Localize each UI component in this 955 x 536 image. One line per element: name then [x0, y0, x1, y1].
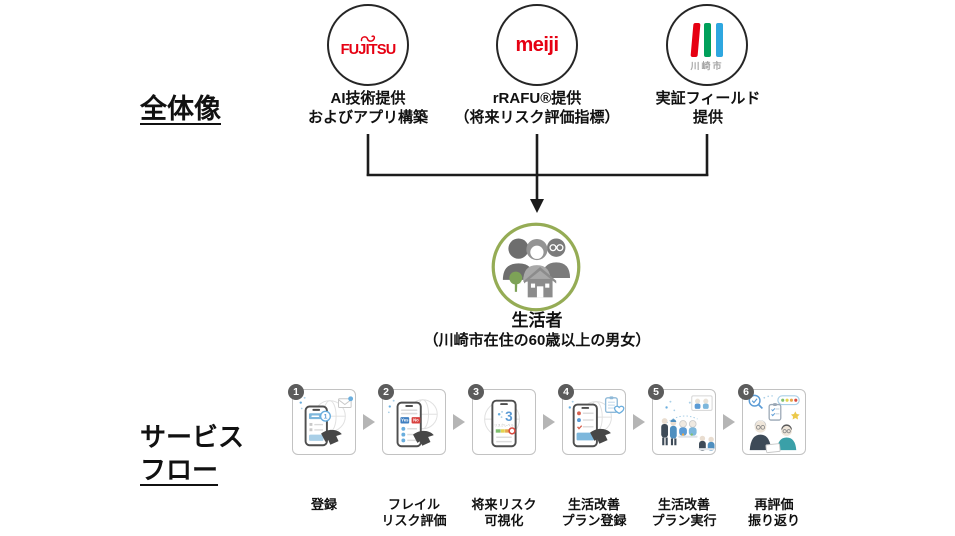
meiji-role-label: rRAFU®提供 （将来リスク評価指標） — [442, 89, 632, 127]
svg-text:リスクレベル: リスクレベル — [494, 422, 514, 427]
step-1-label: 登録 — [310, 497, 337, 512]
residents-caption: 生活者 （川崎市在住の60歳以上の男女） — [387, 310, 687, 350]
residents-label: 生活者 — [511, 311, 563, 330]
flow-step-6: 6 — [738, 384, 806, 455]
service-flow-heading-line1: サービス — [140, 422, 245, 452]
svg-text:3: 3 — [505, 409, 513, 424]
flow-arrow-icon — [723, 414, 735, 430]
kawasaki-bar-green — [703, 22, 711, 57]
step-4-badge: 4 — [558, 384, 574, 400]
svg-text:Yes: Yes — [401, 418, 409, 423]
flow-arrow-icon — [543, 414, 555, 430]
kawasaki-wordmark: 川崎市 — [690, 60, 724, 71]
kawasaki-bar-red — [690, 22, 700, 57]
flow-arrow-icon — [633, 414, 645, 430]
step-1-badge: 1 — [288, 384, 304, 400]
fujitsu-wordmark: FUJITSU — [340, 41, 397, 58]
step-1-registration-illustration-icon: 1 — [299, 396, 354, 447]
step-5-plan-execution-illustration-icon — [661, 395, 715, 451]
step-4-label: 生活改善 プラン登録 — [561, 497, 627, 528]
fujitsu-logo: FUJITSU — [327, 4, 409, 86]
step-6-label: 再評価 振り返り — [747, 497, 800, 528]
kawasaki-role-line2: 提供 — [692, 109, 723, 126]
step-4-plan-registration-illustration-icon — [568, 396, 625, 448]
step-2-label: フレイル リスク評価 — [381, 497, 447, 528]
flow-step-1: 1 1 — [288, 384, 356, 455]
step-3-risk-visualization-illustration-icon: 3 リスクレベル — [484, 399, 520, 448]
step-2-frailty-assessment-illustration-icon: Yes No — [387, 399, 438, 448]
flow-step-4: 4 — [558, 384, 626, 455]
arrow-head-icon — [530, 199, 544, 213]
flow-arrow-icon — [363, 414, 375, 430]
flow-arrow-icon — [453, 414, 465, 430]
svg-text:1: 1 — [324, 414, 328, 421]
kawasaki-role-label: 実証フィールド 提供 — [613, 89, 803, 127]
step-2-badge: 2 — [378, 384, 394, 400]
step-6-reevaluation-illustration-icon — [748, 394, 800, 454]
fujitsu-role-line1: AI技術提供 — [330, 90, 406, 107]
overview-heading: 全体像 — [140, 94, 221, 124]
step-3-badge: 3 — [468, 384, 484, 400]
fujitsu-role-line2: およびアプリ構築 — [307, 109, 428, 126]
flow-step-2: 2 Yes No — [378, 384, 446, 455]
step-5-badge: 5 — [648, 384, 664, 400]
residents-sublabel: （川崎市在住の60歳以上の男女） — [423, 332, 651, 349]
residents-icon — [491, 222, 581, 312]
kawasaki-role-line1: 実証フィールド — [655, 90, 761, 107]
kawasaki-city-logo: 川崎市 — [666, 4, 748, 86]
fujitsu-role-label: AI技術提供 およびアプリ構築 — [273, 89, 463, 127]
meiji-role-line2: （将来リスク評価指標） — [454, 109, 620, 126]
kawasaki-bar-blue — [715, 22, 723, 57]
service-flow-heading: サービス フロー — [140, 421, 244, 487]
step-3-label: 将来リスク 可視化 — [471, 497, 537, 528]
flow-step-5: 5 — [648, 384, 716, 455]
meiji-role-line1: rRAFU®提供 — [492, 90, 582, 107]
step-5-label: 生活改善 プラン実行 — [651, 497, 717, 528]
meiji-wordmark: meiji — [515, 33, 559, 56]
meiji-logo: meiji — [496, 4, 578, 86]
step-6-badge: 6 — [738, 384, 754, 400]
service-flow-heading-line2: フロー — [140, 455, 219, 485]
kawasaki-bars-icon — [689, 22, 725, 57]
flow-step-3: 3 3 リスクレベル — [468, 384, 536, 455]
svg-text:No: No — [413, 418, 419, 423]
fujitsu-infinity-icon — [360, 34, 376, 42]
